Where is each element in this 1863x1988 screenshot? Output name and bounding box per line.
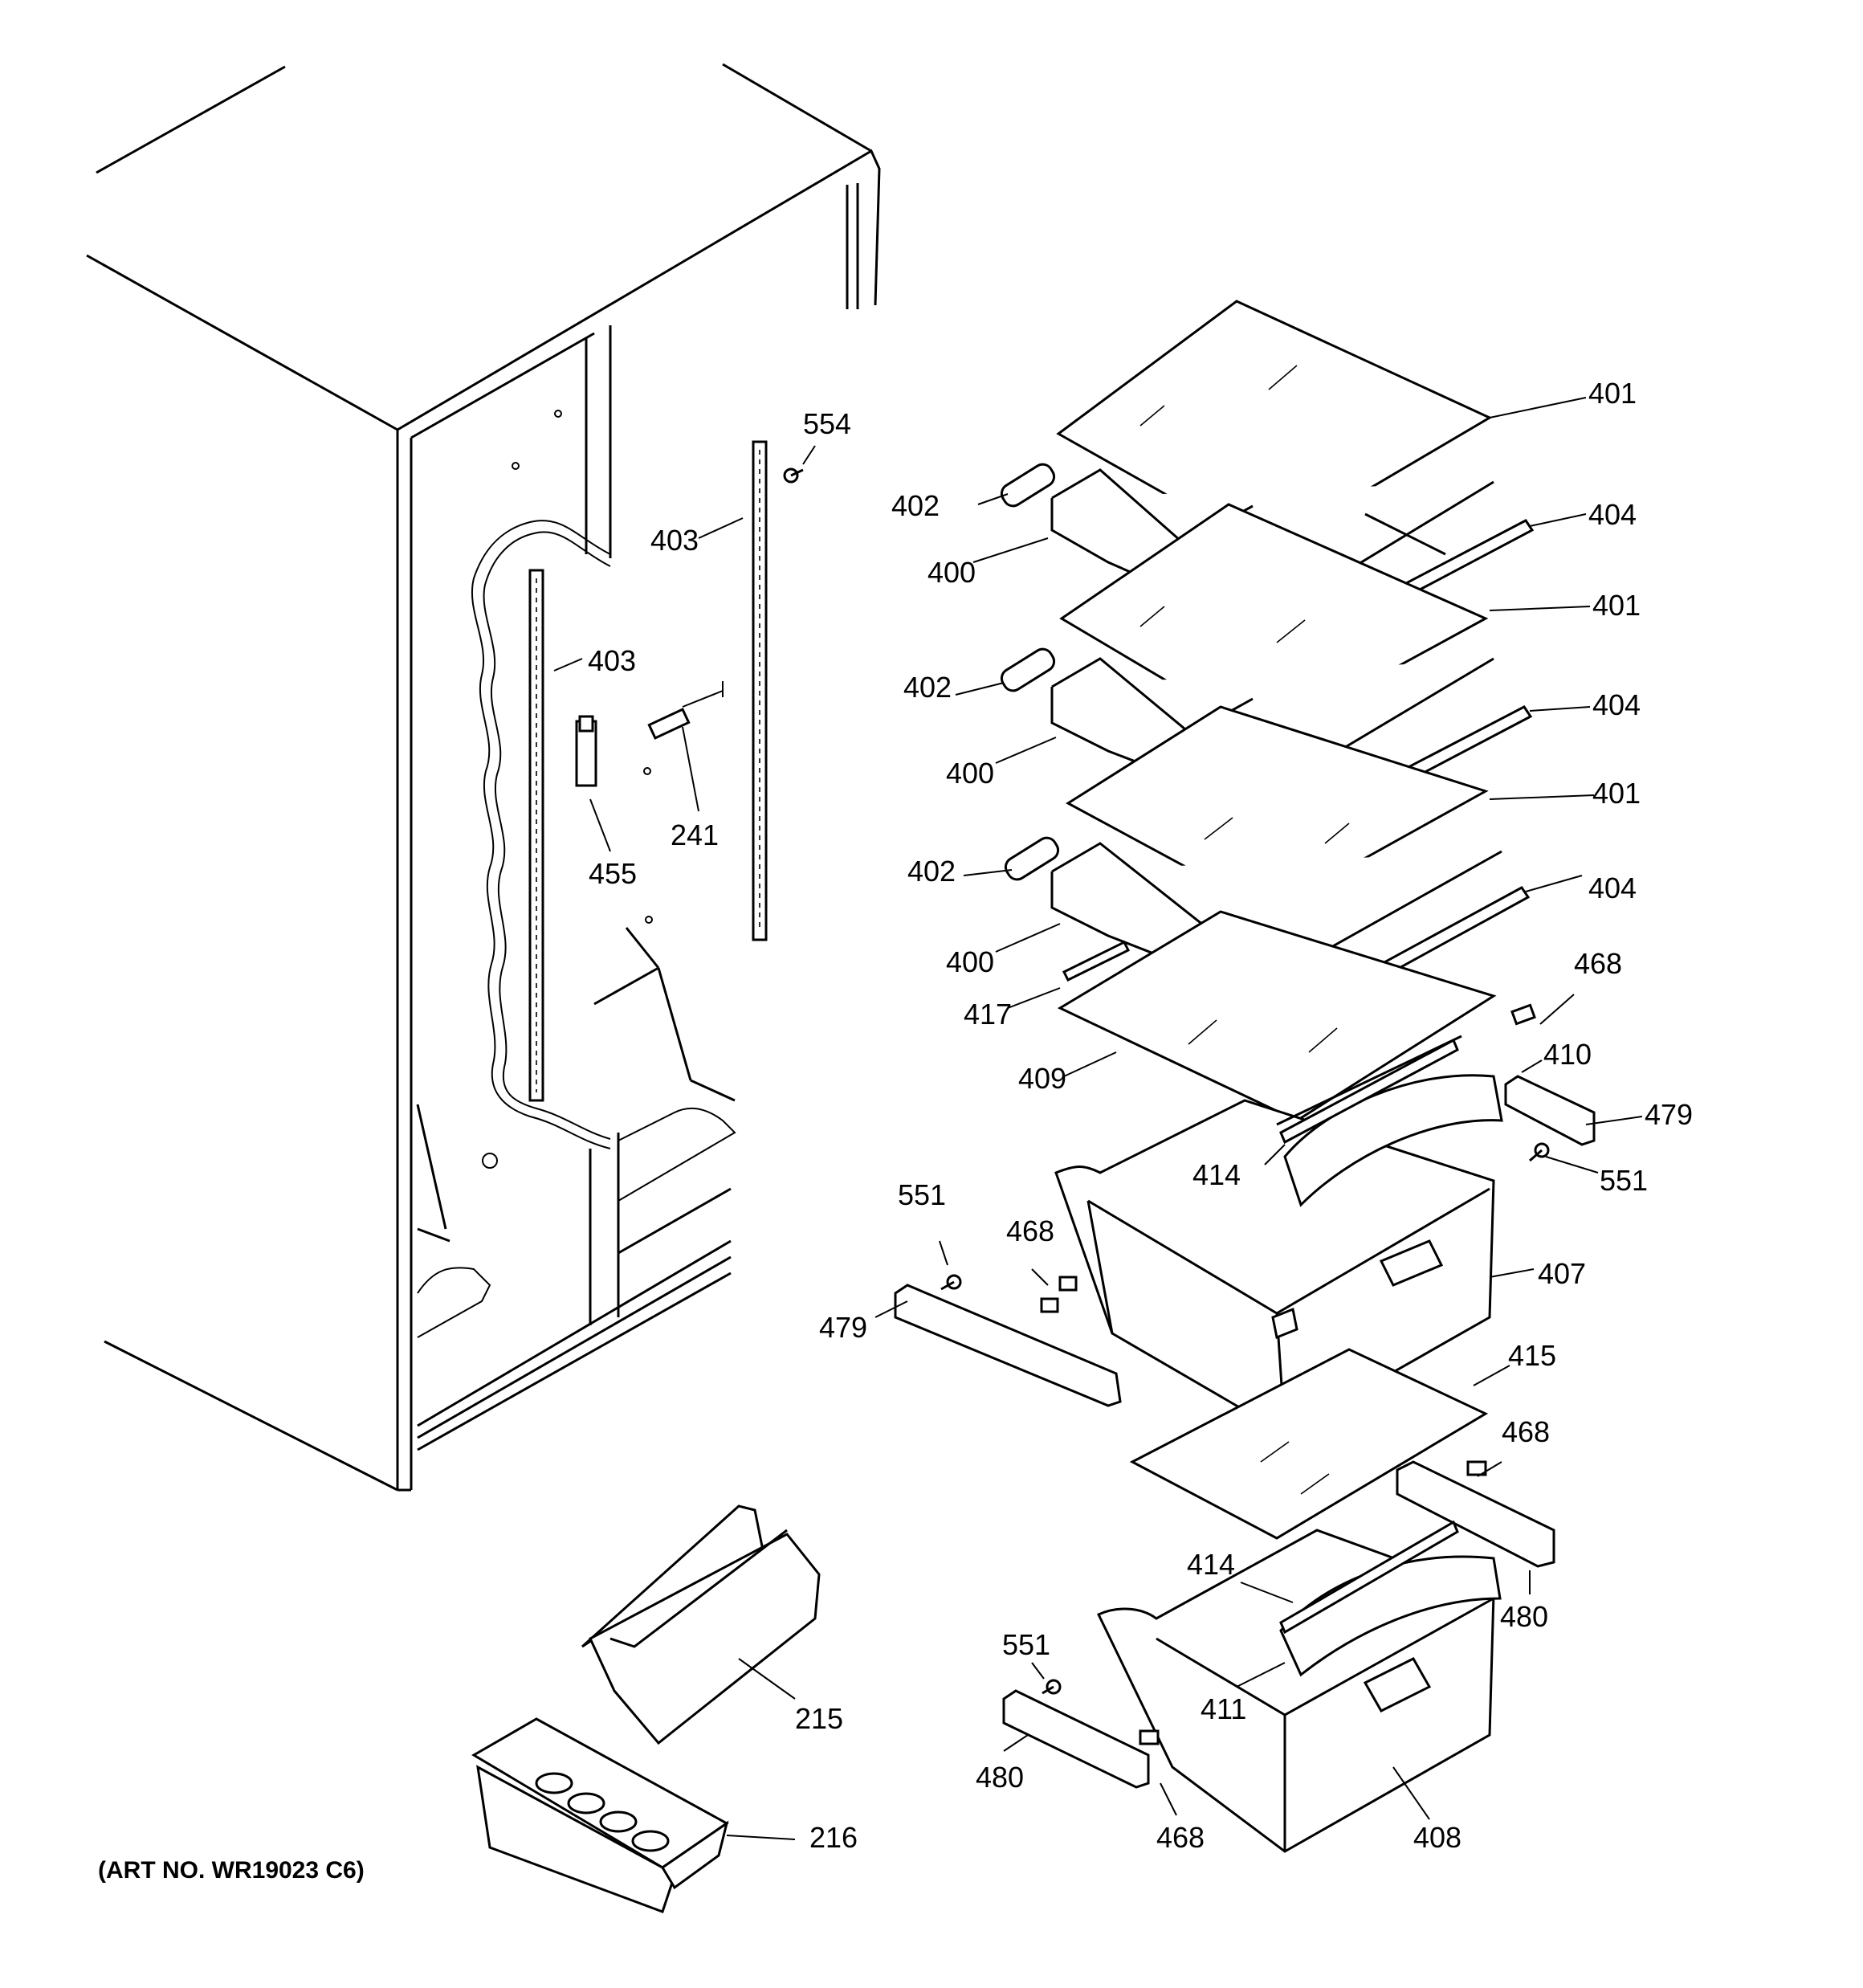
callout-480-right: 480 <box>1500 1600 1548 1633</box>
callout-404-middle: 404 <box>1592 688 1641 721</box>
callout-labels: 554 403 403 241 455 401 401 401 402 402 … <box>98 377 1693 1884</box>
callout-554: 554 <box>803 407 851 440</box>
callout-402-lower: 402 <box>907 855 956 888</box>
callout-408: 408 <box>1413 1821 1461 1854</box>
callout-410: 410 <box>1543 1038 1592 1071</box>
callout-551-lower: 551 <box>1002 1628 1050 1661</box>
screw-551-left <box>940 1274 962 1291</box>
slide-479-left <box>894 1276 1122 1407</box>
art-number: (ART NO. WR19023 C6) <box>98 1857 365 1884</box>
callout-216: 216 <box>809 1821 858 1854</box>
bracket-402-top <box>1000 463 1056 508</box>
callout-215: 215 <box>795 1702 843 1735</box>
callout-403-upper: 403 <box>650 524 699 557</box>
callout-409: 409 <box>1018 1062 1066 1095</box>
callout-479-right: 479 <box>1645 1098 1693 1131</box>
bracket-402-middle <box>1000 647 1056 692</box>
part-455-clip <box>575 715 597 787</box>
callout-468-left: 468 <box>1006 1214 1054 1247</box>
screw-554 <box>783 467 804 484</box>
callout-401-top: 401 <box>1588 377 1637 410</box>
callout-401-lower: 401 <box>1592 777 1641 810</box>
leader-lines <box>553 397 1643 1840</box>
callout-551-left: 551 <box>898 1178 946 1211</box>
callout-241: 241 <box>671 818 719 851</box>
handle-411 <box>1279 1555 1502 1677</box>
slide-479-right <box>1504 1003 1596 1146</box>
callout-402-middle: 402 <box>903 671 952 704</box>
trim-417 <box>1062 940 1131 982</box>
callout-455: 455 <box>589 857 637 890</box>
callout-468-top: 468 <box>1574 947 1622 980</box>
callout-400-top: 400 <box>927 556 976 589</box>
callout-400-lower: 400 <box>946 945 994 978</box>
callout-417: 417 <box>964 998 1012 1031</box>
callout-551-right: 551 <box>1600 1164 1648 1197</box>
callout-404-top: 404 <box>1588 498 1637 531</box>
callout-403-lower: 403 <box>588 644 636 677</box>
screw-551-right <box>1529 1142 1550 1162</box>
callout-468-lower: 468 <box>1156 1821 1205 1854</box>
callout-468-right: 468 <box>1502 1415 1550 1448</box>
door-bin-216 <box>471 1717 729 1913</box>
callout-401-middle: 401 <box>1592 589 1641 622</box>
callout-479-left: 479 <box>819 1311 867 1344</box>
callout-407: 407 <box>1538 1257 1586 1290</box>
slide-480-left <box>1002 1689 1160 1789</box>
shelf-rail-right <box>752 440 768 941</box>
callout-414-lower: 414 <box>1187 1548 1235 1581</box>
callout-404-lower: 404 <box>1588 872 1637 904</box>
crisper-pan-407 <box>1054 1099 1495 1435</box>
rail-414-upper <box>1279 1038 1459 1145</box>
callout-414-upper: 414 <box>1192 1158 1241 1191</box>
callout-415: 415 <box>1508 1339 1556 1372</box>
screw-551-lower <box>1042 1679 1062 1695</box>
glass-cover-409 <box>1057 910 1497 1122</box>
part-241-plunger <box>647 681 724 740</box>
callout-402-top: 402 <box>891 489 940 522</box>
refrigerator-cabinet <box>86 63 881 1492</box>
shelf-rail-left <box>528 569 544 1102</box>
rail-414-lower <box>1279 1520 1459 1635</box>
callout-411: 411 <box>1201 1692 1246 1725</box>
door-bin-215 <box>581 1504 821 1745</box>
callout-400-middle: 400 <box>946 757 994 790</box>
slide-480-right <box>1396 1460 1555 1568</box>
callout-480-left: 480 <box>976 1761 1024 1794</box>
glass-cover-415 <box>1129 1348 1489 1540</box>
bracket-402-lower <box>1004 836 1060 881</box>
